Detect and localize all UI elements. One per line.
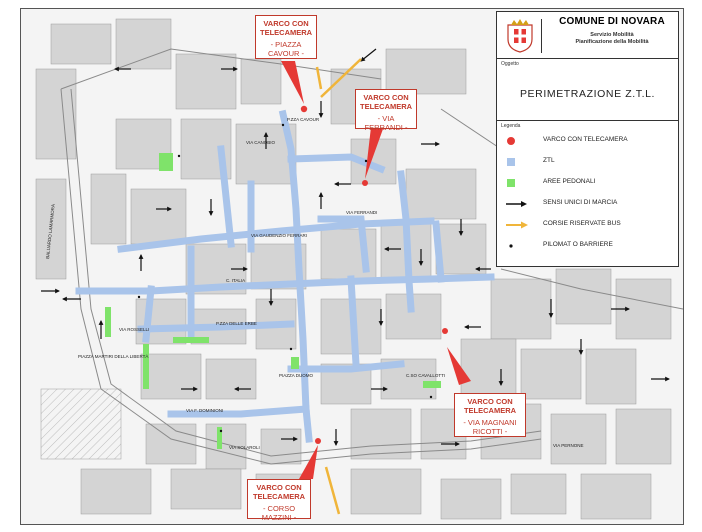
callout-title: VARCO CON TELECAMERA xyxy=(252,483,306,501)
black-arrow-icon xyxy=(506,201,527,207)
legend-item-bus-lane: CORSIE RISERVATE BUS xyxy=(505,218,675,232)
callout-location: - CORSO MAZZINI - xyxy=(261,504,297,522)
department-line-2: Pianificazione della Mobilità xyxy=(575,39,649,45)
legend-item-label: ZTL xyxy=(543,157,555,164)
label-via-solaroli: VIA SOLAROLI xyxy=(229,445,260,450)
title-block: COMUNE DI NOVARA Servizio Mobilità Piani… xyxy=(496,11,679,267)
one-way-arrows xyxy=(41,48,670,447)
callout-piazza-cavour: VARCO CON TELECAMERA - PIAZZA CAVOUR - xyxy=(255,15,317,59)
camera-piazza-cavour xyxy=(300,105,308,113)
legend-item-label: SENSI UNICI DI MARCIA xyxy=(543,199,618,206)
callout-title: VARCO CON TELECAMERA xyxy=(260,19,313,37)
green-fill-icon xyxy=(507,179,515,187)
label-piazza-duomo: PIAZZA DUOMO xyxy=(279,373,314,378)
pedestrian-areas xyxy=(105,153,441,449)
callout-via-ferrandi: VARCO CON TELECAMERA - VIA FERRANDI - xyxy=(355,89,417,132)
label-piazza-cavour: P.ZZA CAVOUR xyxy=(287,117,320,122)
callout-location: - PIAZZA CAVOUR - xyxy=(267,40,305,58)
legend-item-pedestrian: AREE PEDONALI xyxy=(505,176,675,190)
camera-corso-mazzini xyxy=(315,438,321,444)
legend-item-label: AREE PEDONALI xyxy=(543,178,596,185)
black-dot-icon xyxy=(509,244,513,248)
ztl-streets xyxy=(75,109,495,443)
callout-title: VARCO CON TELECAMERA xyxy=(360,93,413,111)
legend-item-one-way: SENSI UNICI DI MARCIA xyxy=(505,197,675,211)
city-crest-icon xyxy=(505,19,542,53)
object-label: Oggetto xyxy=(501,61,519,67)
orange-arrow-icon xyxy=(506,221,528,229)
callout-pointers xyxy=(281,61,471,479)
legend-item-label: PILOMAT O BARRIERE xyxy=(543,241,613,248)
callout-location: - VIA FERRANDI - xyxy=(364,114,408,132)
legend-item-label: CORSIE RISERVATE BUS xyxy=(543,220,621,227)
blue-fill-icon xyxy=(507,158,515,166)
street-labels: P.ZZA CAVOUR C. ITALIA VIA ROSSELLI P.ZZ… xyxy=(45,117,583,450)
camera-via-magnani-ricotti xyxy=(442,328,448,334)
department: Servizio Mobilità Pianificazione della M… xyxy=(547,32,677,46)
camera-gates xyxy=(300,105,448,444)
callout-via-magnani-ricotti: VARCO CON TELECAMERA - VIA MAGNANI RICOT… xyxy=(454,393,526,437)
legend-item-barrier: PILOMAT O BARRIERE xyxy=(505,239,675,253)
label-corso-italia: C. ITALIA xyxy=(226,278,245,283)
label-via-pernone: VIA PERNONE xyxy=(553,443,584,448)
label-via-dominioni: VIA F. DOMINIONI xyxy=(186,408,223,413)
legend-item-ztl: ZTL xyxy=(505,155,675,169)
title-block-header: COMUNE DI NOVARA Servizio Mobilità Piani… xyxy=(497,12,678,59)
map-title: PERIMETRAZIONE Z.T.L. xyxy=(519,88,656,100)
municipality-name: COMUNE DI NOVARA xyxy=(559,16,665,27)
red-dot-icon xyxy=(507,137,515,145)
label-piazza-martiri: PIAZZA MARTIRI DELLA LIBERTÀ xyxy=(78,353,148,359)
bus-lanes xyxy=(315,58,362,515)
label-via-ferrandi: VIA FERRANDI xyxy=(346,210,377,215)
barrier-dots xyxy=(137,123,433,433)
label-via-rosselli: VIA ROSSELLI xyxy=(119,327,149,332)
label-piazza-erbe: P.ZZA DELLE ERBE xyxy=(216,321,257,326)
label-via-gaudenzio: VIA GAUDENZIO FERRARI xyxy=(251,233,307,238)
label-bastioni: BALUARDO LAMARMORA xyxy=(45,204,56,259)
legend-item-camera: VARCO CON TELECAMERA xyxy=(505,134,675,148)
legend-label: Legenda xyxy=(501,123,521,129)
legend-item-label: VARCO CON TELECAMERA xyxy=(543,136,628,143)
callout-corso-mazzini: VARCO CON TELECAMERA - CORSO MAZZINI - xyxy=(247,479,311,522)
label-corso-cavallotti: C.SO CAVALLOTTI xyxy=(406,373,445,378)
callout-title: VARCO CON TELECAMERA xyxy=(463,397,517,415)
camera-via-ferrandi xyxy=(362,180,368,186)
callout-location: - VIA MAGNANI RICOTTI - xyxy=(463,418,517,436)
title-row: PERIMETRAZIONE Z.T.L. xyxy=(497,68,678,121)
map-sheet: P.ZZA CAVOUR C. ITALIA VIA ROSSELLI P.ZZ… xyxy=(20,8,684,525)
department-line-1: Servizio Mobilità xyxy=(590,32,634,38)
label-via-canobio: VIA CANOBIO xyxy=(246,140,276,145)
